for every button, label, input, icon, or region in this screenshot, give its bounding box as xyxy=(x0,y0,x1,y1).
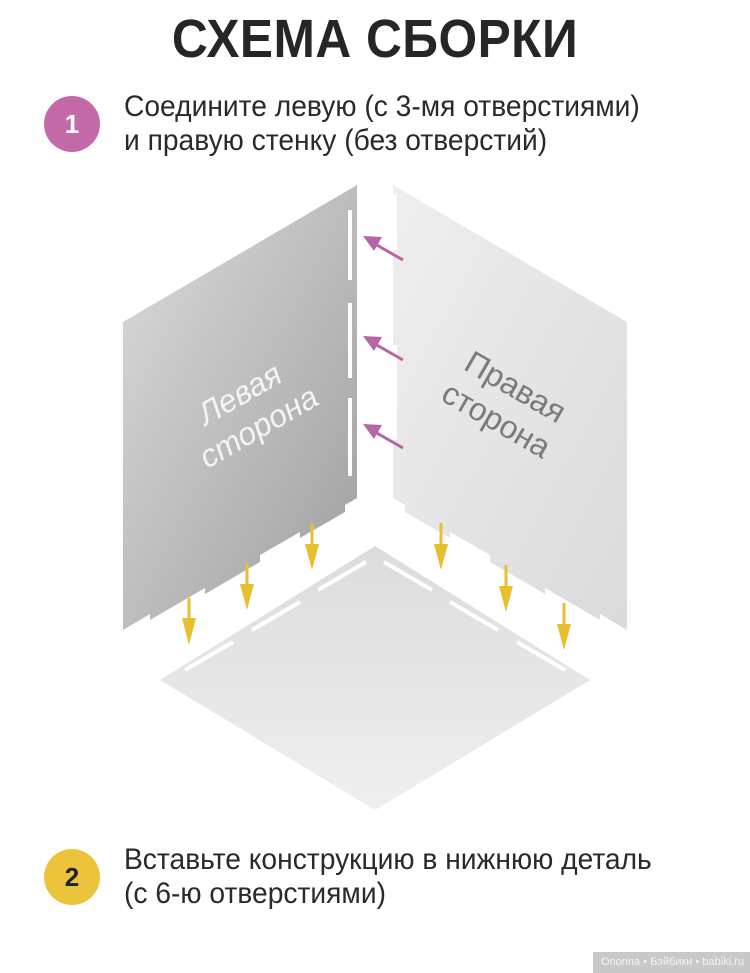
left-panel: Левая сторона xyxy=(123,185,357,630)
down-arrow-5-icon xyxy=(499,565,513,612)
down-arrow-2-icon xyxy=(240,563,254,610)
plate-slot-4 xyxy=(382,560,434,592)
step-2-text: Вставьте конструкцию в нижнюю деталь (с … xyxy=(124,843,652,911)
side-arrows xyxy=(363,236,404,450)
step-1: 1 Соедините левую (с 3-мя отверстиями) и… xyxy=(44,90,673,158)
step-1-line-1: Соедините левую (с 3-мя отверстиями) xyxy=(124,90,640,123)
step-2-line-1: Вставьте конструкцию в нижнюю деталь xyxy=(124,843,652,876)
step-number-badge: 1 xyxy=(44,96,100,152)
left-slot-3 xyxy=(348,398,352,476)
page-title: СХЕМА СБОРКИ xyxy=(171,9,579,69)
down-arrow-3-icon xyxy=(305,523,319,570)
step-2-line-2: (с 6-ю отверстиями) xyxy=(124,877,386,910)
right-panel: Правая сторона xyxy=(393,185,627,630)
plate-slot-6 xyxy=(515,640,567,672)
step-1-line-2: и правую стенку (без отверстий) xyxy=(124,124,548,157)
step-2: 2 Вставьте конструкцию в нижнюю деталь (… xyxy=(44,843,685,911)
down-arrows xyxy=(182,523,571,650)
plate-slot-2 xyxy=(250,600,302,632)
watermark: Onorina • Бэйбики • babiki.ru xyxy=(592,952,750,973)
left-slot-1 xyxy=(348,210,352,280)
bottom-plate xyxy=(160,546,590,810)
step-number-badge: 2 xyxy=(44,849,100,905)
plate-slot-1 xyxy=(183,640,235,672)
step-1-text: Соедините левую (с 3-мя отверстиями) и п… xyxy=(124,90,640,158)
side-arrow-1-icon xyxy=(363,236,404,262)
side-arrow-2-icon xyxy=(363,336,404,362)
down-arrow-1-icon xyxy=(182,598,196,645)
down-arrow-6-icon xyxy=(557,603,571,650)
plate-slot-5 xyxy=(448,600,500,632)
plate-slot-3 xyxy=(316,560,368,592)
down-arrow-4-icon xyxy=(434,523,448,570)
side-arrow-3-icon xyxy=(363,424,404,450)
left-slot-2 xyxy=(348,303,352,378)
